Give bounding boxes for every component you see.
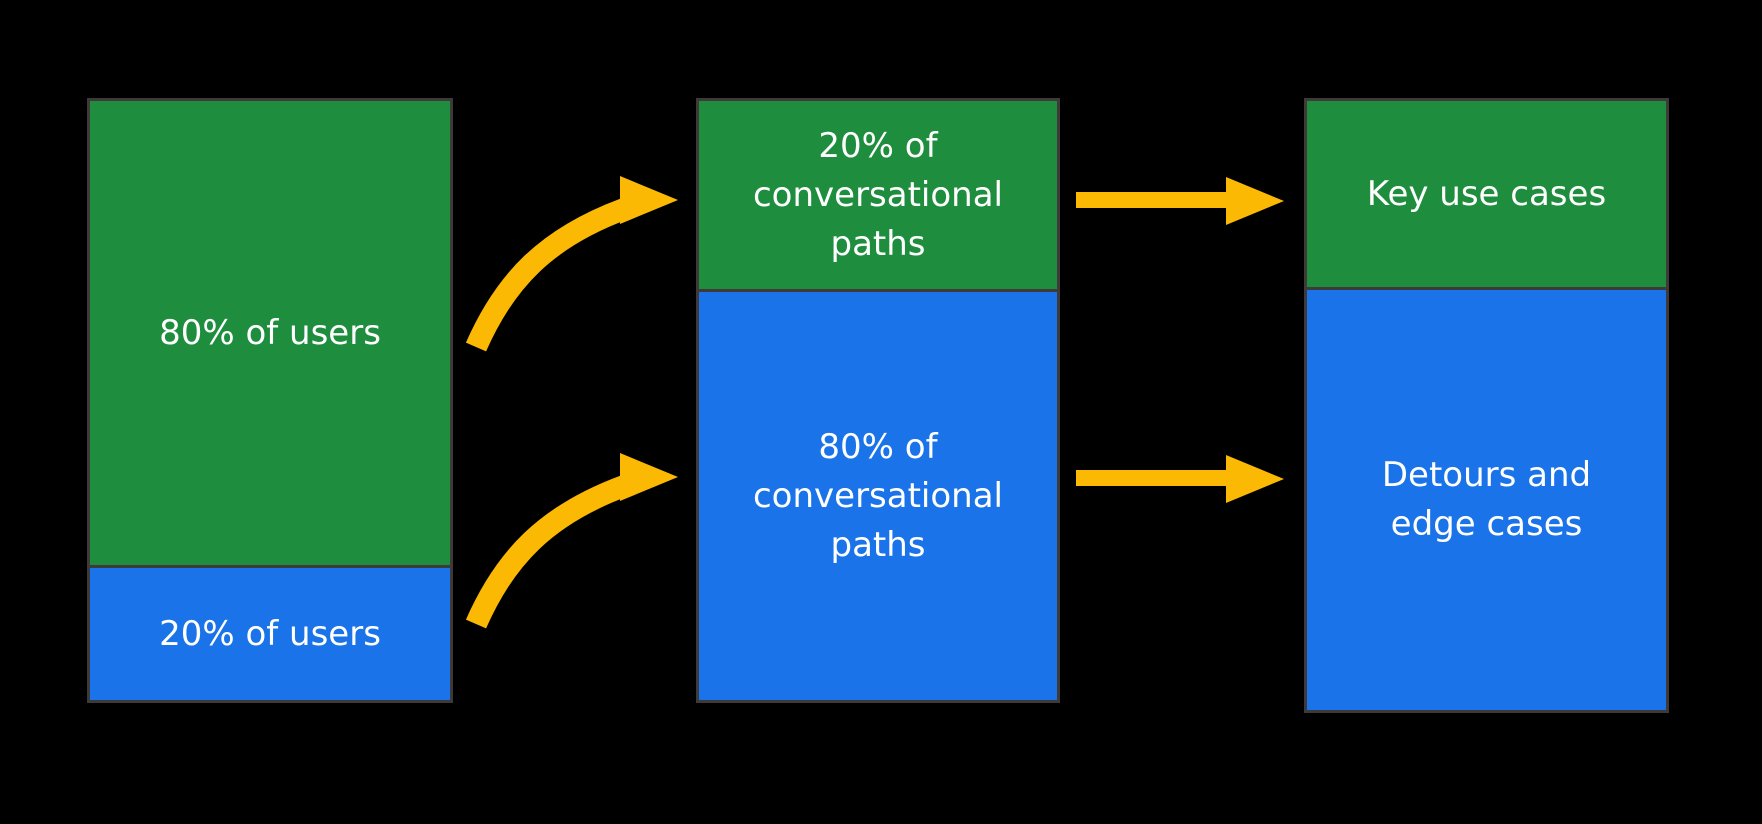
column-users: 80% of users 20% of users bbox=[87, 98, 453, 703]
column-outcomes: Key use cases Detours and edge cases bbox=[1304, 98, 1669, 713]
segment-users-80-label: 80% of users bbox=[159, 312, 381, 353]
segment-paths-80: 80% of conversational paths bbox=[699, 292, 1057, 700]
segment-key-use-cases-label: Key use cases bbox=[1366, 173, 1607, 214]
segment-users-20-label: 20% of users bbox=[159, 613, 381, 654]
curved-arrow-users80-to-paths20-icon bbox=[465, 176, 678, 352]
segment-paths-80-label: 80% of conversational paths bbox=[752, 426, 1004, 565]
segment-key-use-cases: Key use cases bbox=[1307, 101, 1666, 290]
column-conversational-paths: 20% of conversational paths 80% of conve… bbox=[696, 98, 1060, 703]
segment-users-20: 20% of users bbox=[90, 568, 450, 700]
curved-arrow-users20-to-paths80-icon bbox=[465, 453, 678, 629]
segment-paths-20-label: 20% of conversational paths bbox=[752, 125, 1004, 264]
segment-detours-edge-cases-label: Detours and edge cases bbox=[1381, 455, 1592, 544]
straight-arrow-paths80-to-detours-icon bbox=[1076, 455, 1284, 503]
segment-users-80: 80% of users bbox=[90, 101, 450, 568]
segment-paths-20: 20% of conversational paths bbox=[699, 101, 1057, 292]
segment-detours-edge-cases: Detours and edge cases bbox=[1307, 290, 1666, 710]
straight-arrow-paths20-to-key-cases-icon bbox=[1076, 177, 1284, 225]
